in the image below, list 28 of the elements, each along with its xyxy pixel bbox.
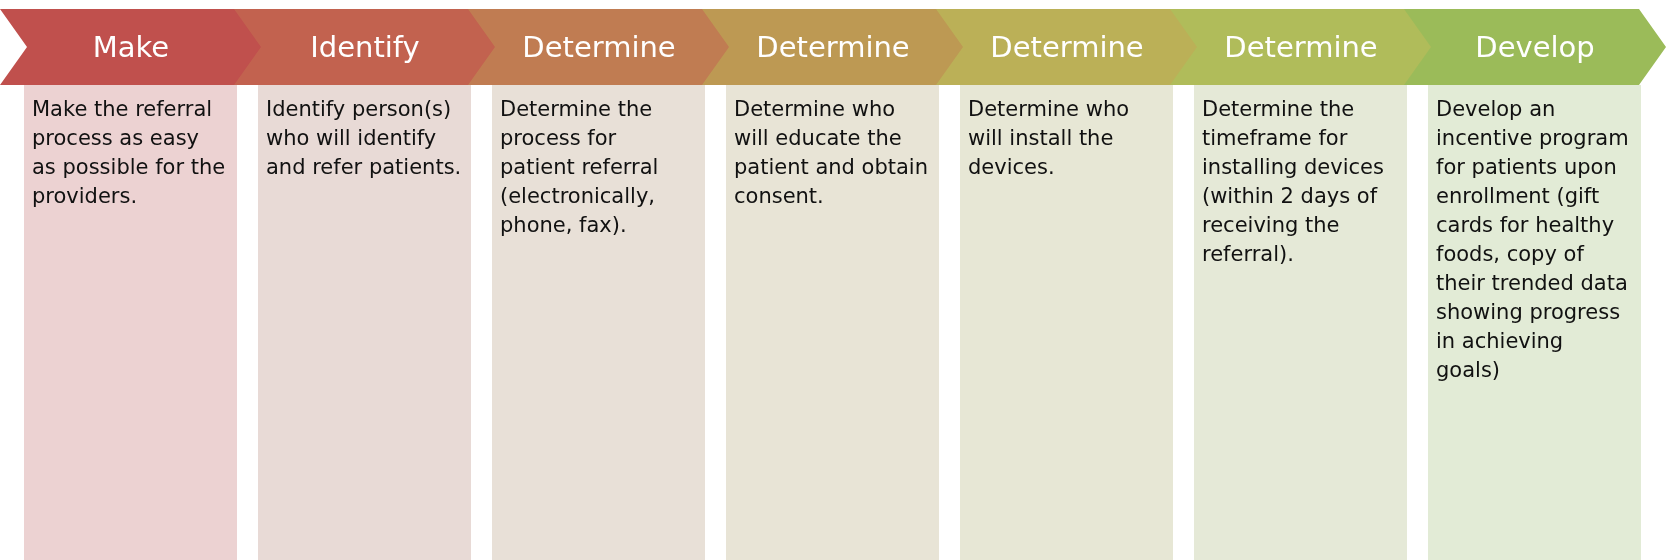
step-heading: Determine [756, 30, 910, 64]
step-description: Identify person(s) who will identify and refer patients. [266, 96, 463, 181]
chevron-step [1404, 9, 1666, 85]
chevron-step [468, 9, 730, 85]
step-heading: Determine [990, 30, 1144, 64]
step-panel [1194, 85, 1407, 560]
step-heading: Identify [310, 30, 420, 64]
step-heading: Make [92, 30, 170, 64]
step-description: Develop an incentive program for patients upon enrollment (gift cards for healthy foods, copy of their trended data showing progress in achieving goals) [1436, 96, 1630, 384]
chevron-step [1170, 9, 1432, 85]
step-heading: Determine [522, 30, 676, 64]
step-description: Determine who will install the devices. [968, 96, 1131, 181]
step-panel [726, 85, 939, 560]
chevron-step [0, 9, 262, 85]
step-panel [1428, 85, 1641, 560]
step-description: Determine the process for patient referral (electronically, phone, fax). [500, 96, 660, 239]
chevron-step [234, 9, 496, 85]
chevron-step [702, 9, 964, 85]
step-description: Determine the timeframe for installing devices (within 2 days of receiving the referral). [1202, 96, 1385, 268]
step-panel [258, 85, 471, 560]
step-panel [492, 85, 705, 560]
step-description: Determine who will educate the patient and obtain consent. [734, 96, 929, 210]
step-heading: Determine [1224, 30, 1378, 64]
step-panel [960, 85, 1173, 560]
chevron-step [936, 9, 1198, 85]
step-description: Make the referral process as easy as possible for the providers. [32, 96, 227, 210]
step-heading: Develop [1475, 30, 1595, 64]
step-panel [24, 85, 237, 560]
